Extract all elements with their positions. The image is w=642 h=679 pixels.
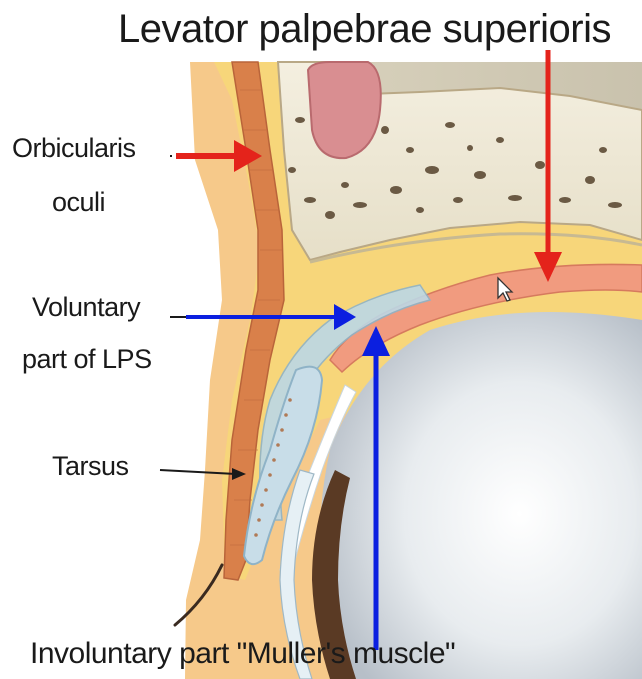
label-tarsus: Tarsus — [52, 452, 129, 480]
label-orbicularis-line2: oculi — [52, 188, 105, 216]
label-voluntary-line2: part of LPS — [22, 345, 152, 373]
tarsus-arrow — [160, 468, 246, 480]
label-orbicularis-line1: Orbicularis — [12, 134, 136, 162]
label-voluntary-line1: Voluntary — [32, 293, 140, 321]
label-involuntary: Involuntary part "Muller's muscle" — [30, 638, 455, 670]
diagram-title: Levator palpebrae superioris — [118, 8, 611, 50]
